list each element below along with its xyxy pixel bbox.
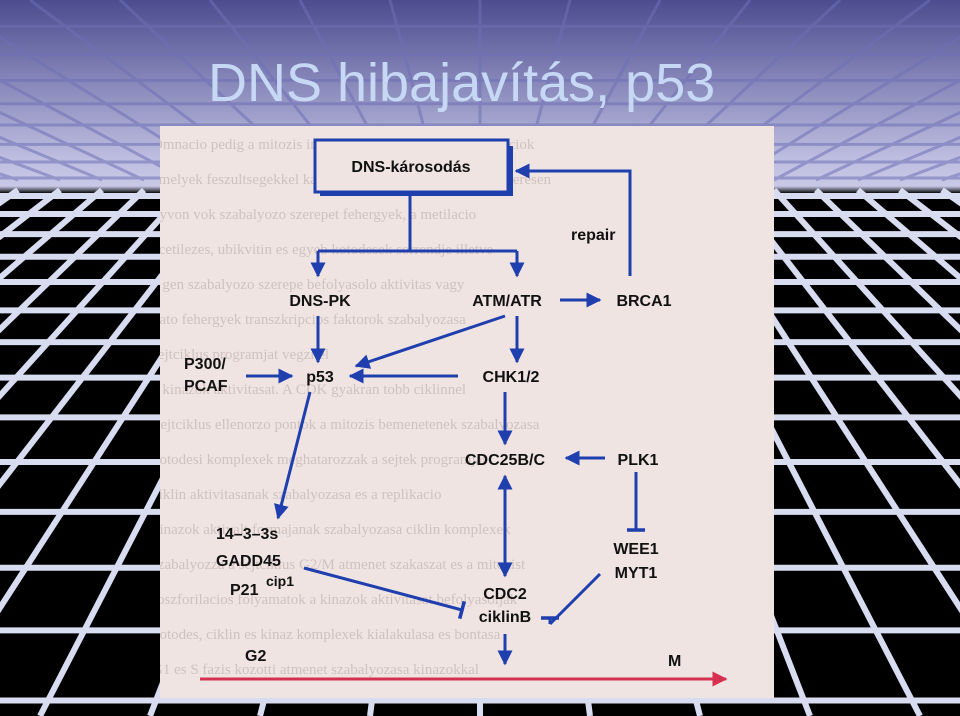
node-myt1: MYT1	[615, 565, 658, 582]
node-p300-line2: PCAF	[184, 378, 228, 395]
node-gadd45: GADD45	[216, 553, 281, 570]
node-p21: P21	[230, 582, 259, 599]
dna-damage-pathway-diagram: DNS-károsodás repair DNS-PK ATM/ATR BRCA…	[184, 138, 728, 687]
phase-m: M	[668, 653, 681, 670]
node-dns-pk: DNS-PK	[289, 293, 351, 310]
edge-p53-1433	[274, 391, 312, 520]
edge-gadd45-inhibit-cdc2	[303, 566, 467, 620]
node-14-3-3s: 14–3–3s	[216, 526, 278, 543]
slide-title: DNS hibajavítás, p53	[208, 53, 716, 113]
node-brca1: BRCA1	[616, 293, 671, 310]
phase-g2: G2	[245, 648, 266, 665]
label-repair: repair	[571, 227, 615, 244]
node-wee1: WEE1	[613, 541, 658, 558]
node-atm-atr: ATM/ATR	[472, 293, 542, 310]
node-cdc25bc: CDC25B/C	[465, 452, 545, 469]
node-plk1: PLK1	[618, 452, 659, 469]
node-dns-damage: DNS-károsodás	[351, 159, 470, 176]
node-p21-superscript: cip1	[266, 573, 294, 589]
edge-atm-p53	[354, 314, 506, 369]
edge-wee1-cdc2	[548, 572, 602, 626]
node-p300-line1: P300/	[184, 356, 226, 373]
node-cdc2: CDC2	[483, 586, 527, 603]
node-p53: p53	[306, 369, 334, 386]
node-ciklinb: ciklinB	[479, 609, 531, 626]
diagram-panel: Omnacio pedig a mitozis indulasat jelent…	[160, 126, 774, 698]
dns-damage-box-shadow	[508, 146, 513, 195]
edge-repair	[514, 163, 632, 276]
node-chk12: CHK1/2	[483, 369, 540, 386]
